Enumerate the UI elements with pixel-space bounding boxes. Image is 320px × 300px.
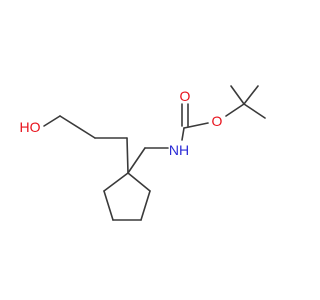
bond-tbu-me3 [243,103,266,119]
bond-ester-o-tbu [225,103,245,117]
bond-c1-c2 [59,115,96,139]
bond-ring-4 [103,190,114,221]
atom-label-amine: NH [169,142,189,158]
bond-quat-ch2 [127,147,146,174]
bond-n-carbonyl [181,127,185,141]
molecule-structure: HO O O NH [20,85,266,221]
bond-o-c1 [43,115,61,127]
bond-tbu-me2 [243,85,259,105]
bond-ring-1 [127,172,151,192]
bond-ring-5 [103,172,129,192]
atom-label-ester-oxygen: O [212,113,223,129]
bond-c3-quat [126,137,129,174]
bond-tbu-me1 [230,85,245,105]
bond-ring-2 [140,190,151,221]
bond-skeleton [43,85,266,221]
bond-carbonyl-ester-o [183,122,209,129]
atom-label-carbonyl-oxygen: O [180,88,191,104]
atom-label-hydroxyl: HO [20,119,41,135]
